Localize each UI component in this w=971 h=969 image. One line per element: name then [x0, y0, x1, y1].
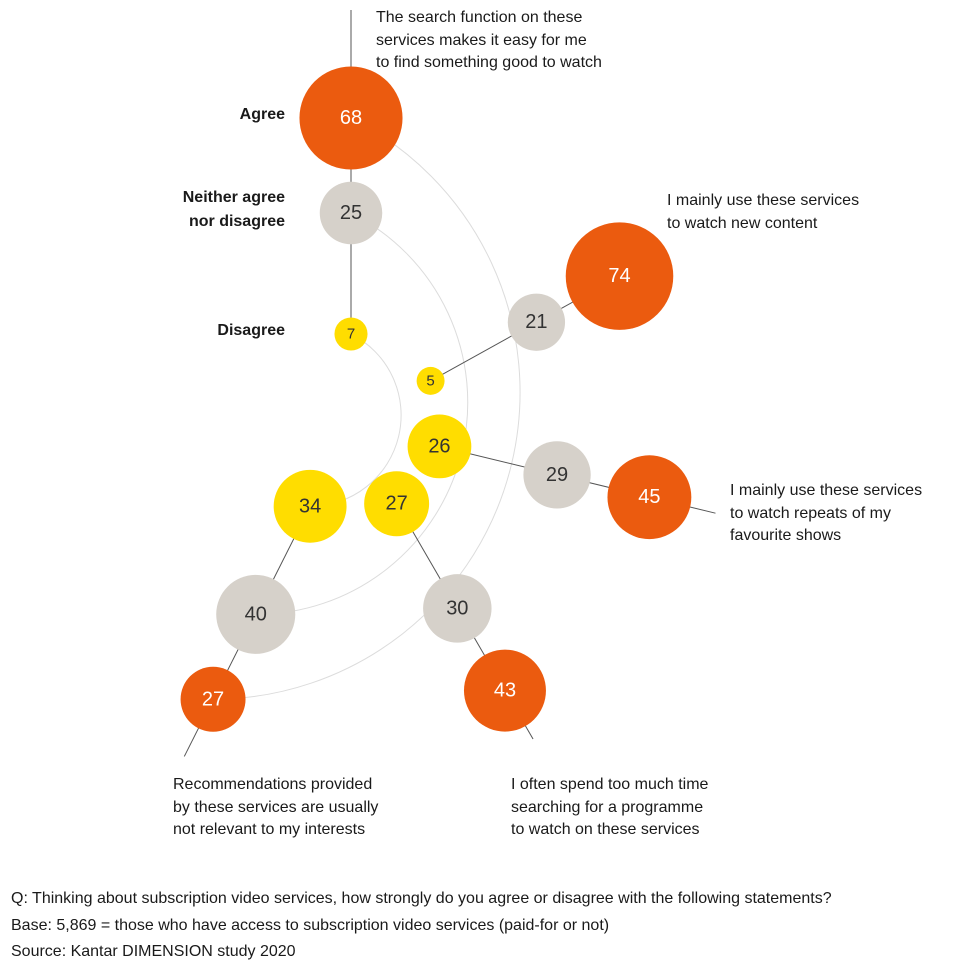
bubbles: 68 25 7 74 21 5 45 29 26 43 30 27 27 40 34 [180, 66, 692, 732]
bubble-circle-agree [565, 222, 674, 330]
bubble-circle-disagree [334, 317, 368, 351]
statement-label-line: I mainly use these services [730, 482, 923, 499]
bubble-agree: 74 [565, 222, 674, 330]
legend-label-line: Neither agree [182, 189, 285, 206]
bubble-value-label: 40 [245, 603, 267, 625]
statement-label-line: Recommendations provided [173, 776, 373, 793]
statement-label-line: The search function on these [376, 9, 583, 26]
bubble-value-label: 68 [340, 107, 362, 129]
bubble-chart: 68 25 7 74 21 5 45 29 26 43 30 27 27 40 34 [180, 10, 716, 757]
statement-label-line: I often spend too much time [511, 776, 709, 793]
bubble-value-label: 34 [299, 495, 321, 517]
statement-label: I mainly use these services to watch repe… [730, 480, 922, 548]
bubble-circle-neither [423, 574, 492, 643]
bubble-disagree: 34 [273, 469, 347, 543]
ring-arc-agree [213, 117, 521, 700]
bubble-value-label: 30 [446, 597, 468, 619]
statement-label: The search function on these services mak… [376, 7, 602, 75]
legend-label-line: nor disagree [188, 213, 285, 230]
ring-arc-neither [255, 212, 469, 615]
statement-label-line: to watch on these services [511, 821, 700, 838]
statement-label-line: by these services are usually [173, 798, 379, 816]
bubble-value-label: 27 [202, 688, 224, 710]
legend-label-line: Disagree [217, 322, 285, 339]
bubble-agree: 27 [180, 666, 246, 732]
bubble-circle-disagree [407, 414, 472, 479]
bubble-circle-disagree [416, 366, 445, 395]
bubble-value-label: 74 [608, 265, 630, 287]
bubble-circle-agree [463, 649, 546, 732]
bubble-disagree: 7 [334, 317, 368, 351]
bubble-neither: 21 [507, 293, 566, 351]
bubble-circle-agree [607, 455, 692, 540]
bubble-circle-neither [216, 574, 296, 654]
bubble-neither: 29 [523, 441, 591, 509]
legend-item-agree: Agree [240, 103, 285, 127]
bubble-value-label: 27 [386, 493, 408, 515]
legend-item-disagree: Disagree [217, 319, 285, 343]
bubble-circle-neither [507, 293, 566, 351]
bubble-circle-disagree [364, 471, 430, 537]
bubble-circle-agree [299, 66, 403, 170]
question-note: Q: Thinking about subscription video ser… [11, 890, 832, 907]
statement-label: I mainly use these services to watch new … [667, 190, 859, 235]
bubble-value-label: 29 [546, 464, 568, 486]
statement-label-line: to watch new content [667, 214, 818, 232]
statement-label-line: to watch repeats of my [730, 504, 891, 522]
bubble-value-label: 43 [494, 680, 516, 702]
statement-label-line: favourite shows [730, 527, 842, 544]
bubble-circle-agree [180, 666, 246, 732]
bubble-circle-disagree [273, 469, 347, 543]
bubble-value-label: 26 [428, 435, 450, 457]
bubble-disagree: 26 [407, 414, 472, 479]
legend-label-line: Agree [239, 106, 285, 123]
bubble-value-label: 25 [340, 202, 362, 224]
statement-label: I often spend too much time searching for… [511, 774, 708, 842]
base-note: Base: 5,869 = those who have access to s… [11, 917, 610, 934]
bubble-circle-neither [523, 441, 591, 509]
legend-item-neither: Neither agree nor disagree [183, 186, 285, 234]
bubble-disagree: 5 [416, 366, 445, 395]
bubble-disagree: 27 [364, 471, 430, 537]
bubble-agree: 68 [299, 66, 403, 170]
bubble-neither: 40 [216, 574, 296, 654]
bubble-value-label: 45 [638, 486, 660, 508]
bubble-agree: 45 [607, 455, 692, 540]
bubble-neither: 30 [423, 574, 492, 643]
bubble-value-label: 5 [426, 372, 434, 389]
bubble-value-label: 7 [347, 326, 355, 343]
statement-label: Recommendations provided by these service… [173, 774, 378, 842]
bubble-circle-neither [319, 181, 383, 245]
bubble-neither: 25 [319, 181, 383, 245]
statement-label-line: services makes it easy for me [376, 31, 587, 49]
statement-label-line: searching for a programme [511, 798, 704, 816]
bubble-value-label: 21 [525, 311, 547, 333]
bubble-agree: 43 [463, 649, 546, 732]
statement-label-line: not relevant to my interests [173, 821, 366, 838]
statement-label-line: to find something good to watch [376, 54, 602, 71]
statement-label-line: I mainly use these services [667, 192, 860, 209]
source-note: Source: Kantar DIMENSION study 2020 [11, 943, 296, 960]
